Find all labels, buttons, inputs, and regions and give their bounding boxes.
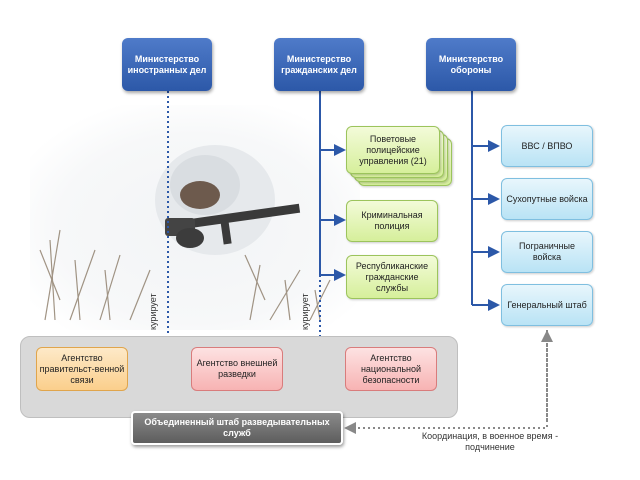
gov-communications-agency: Агентство правительст-венной связи bbox=[36, 347, 128, 391]
ministry-civil-affairs: Министерство гражданских дел bbox=[274, 38, 364, 91]
general-staff: Генеральный штаб bbox=[501, 284, 593, 326]
border-troops: Пограничные войска bbox=[501, 231, 593, 273]
supervises-label-civil: курирует bbox=[300, 293, 310, 330]
republican-civil-services: Республиканские гражданские службы bbox=[346, 255, 438, 299]
foreign-intelligence-agency: Агентство внешней разведки bbox=[191, 347, 283, 391]
criminal-police: Криминальная полиция bbox=[346, 200, 438, 242]
joint-intelligence-hq: Объединенный штаб разведывательных служб bbox=[131, 411, 343, 445]
national-security-agency: Агентство национальной безопасности bbox=[345, 347, 437, 391]
police-districts: Поветовые полицейские управления (21) bbox=[346, 126, 440, 174]
coordination-note: Координация, в военное время - подчинени… bbox=[421, 431, 559, 452]
supervises-label-foreign: курирует bbox=[148, 293, 158, 330]
air-force-air-defense: ВВС / ВПВО bbox=[501, 125, 593, 167]
ministry-foreign-affairs: Министерство иностранных дел bbox=[122, 38, 212, 91]
ministry-defense: Министерство обороны bbox=[426, 38, 516, 91]
land-forces: Сухопутные войска bbox=[501, 178, 593, 220]
